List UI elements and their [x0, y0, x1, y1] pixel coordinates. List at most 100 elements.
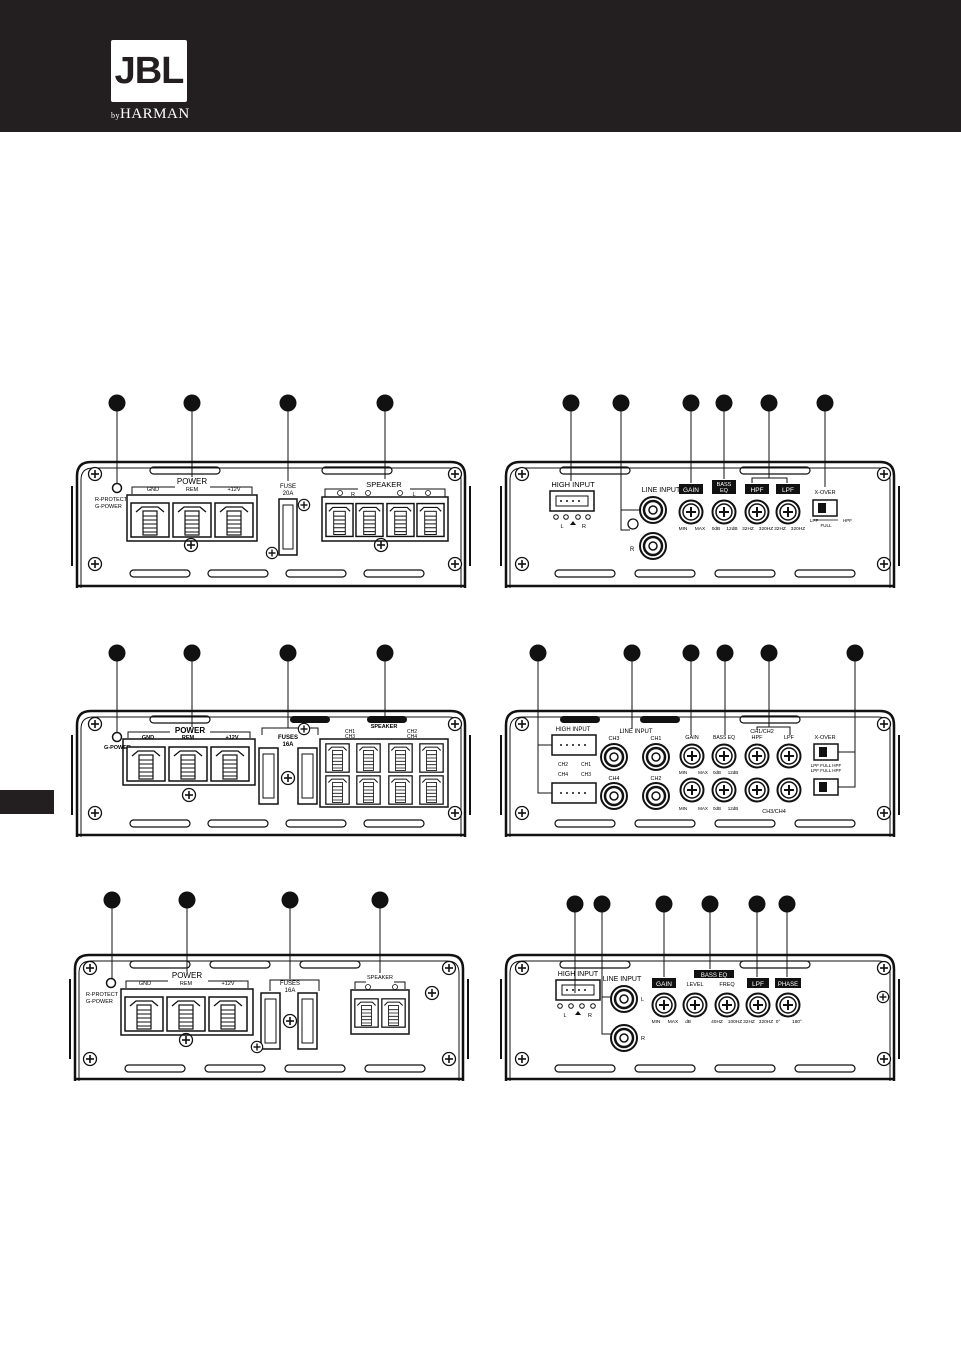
high-input-label: HIGH INPUT: [558, 971, 599, 978]
fuses-label: FUSES: [278, 735, 298, 741]
lpf-label: LPF: [752, 981, 764, 988]
panel-4ch-power: G-POWER POWER GND REM +12V FUSES 16A SPE…: [71, 644, 471, 837]
phase-min: 0°: [776, 1019, 781, 1025]
hpf-label: HPF: [751, 487, 764, 494]
bass-min: 0dB: [712, 526, 721, 532]
gain-min: MIN: [652, 1019, 661, 1025]
gain-label: GAIN: [685, 735, 698, 741]
speaker-label: SPEAKER: [367, 975, 393, 981]
rca-r-label: R: [641, 1036, 645, 1042]
high-input-label: HIGH INPUT: [551, 480, 595, 489]
pin-ch1: CH1: [581, 762, 591, 768]
bass-eq-label: BASS EQ: [701, 973, 728, 979]
phase-max: 180°: [792, 1019, 802, 1025]
bass-max-2: 12dB: [728, 806, 739, 811]
switch-row-2: LPF FULL HPF: [811, 768, 842, 773]
bass-min-2: 0dB: [713, 806, 721, 811]
ch12-hpf-label: HPF: [752, 735, 764, 741]
lpf-max: 320HZ: [759, 1019, 773, 1025]
page-side-tab: [0, 790, 54, 814]
rca-l-label: L: [641, 997, 644, 1003]
terminal-gnd: GND: [142, 735, 154, 741]
speaker-label: SPEAKER: [366, 480, 402, 489]
harman-logo: byHARMAN: [111, 106, 190, 123]
lpf-label: LPF: [782, 487, 794, 494]
terminal-rem: REM: [180, 981, 193, 987]
ch12-label: CH1/CH2: [750, 729, 774, 735]
terminal-rem: REM: [186, 487, 199, 493]
lpf-max: 320HZ: [791, 526, 805, 532]
terminal-12v: +12V: [228, 487, 241, 493]
harman-text: HARMAN: [120, 106, 190, 122]
high-input-label: HIGH INPUT: [556, 727, 591, 733]
led-label: G-POWER: [104, 745, 131, 751]
bass-label: BASS: [717, 482, 732, 488]
logo-text: JBL: [114, 50, 185, 92]
pin-ch4: CH4: [558, 772, 568, 778]
fuses-rating: 16A: [285, 988, 296, 994]
bass-min-1: 0dB: [713, 770, 721, 775]
xover-label: X-OVER: [814, 735, 835, 741]
gain-min: MIN: [679, 526, 688, 532]
freq-label: FREQ: [719, 982, 735, 988]
eq-label: EQ: [720, 488, 729, 494]
lpf-min: 32HZ: [743, 1019, 755, 1025]
rca-r-label: R: [630, 547, 635, 553]
ch34-label: CH3/CH4: [762, 809, 786, 815]
gain-label: GAIN: [683, 487, 699, 494]
terminal-12v: +12V: [226, 735, 239, 741]
ch3-label: CH3: [345, 734, 355, 740]
phase-label: PHASE: [778, 982, 798, 988]
freq-max: 100HZ: [728, 1019, 742, 1025]
hpf-max: 320HZ: [759, 526, 773, 532]
gain-max: MAX: [668, 1019, 679, 1025]
ch4-label: CH4: [407, 734, 417, 740]
gain-max-2: MAX: [698, 806, 708, 811]
speaker-r: R: [351, 492, 355, 498]
by-text: by: [111, 111, 120, 120]
line-input-label: LINE INPUT: [603, 976, 642, 983]
bass-max: 12dB: [726, 526, 737, 532]
gain-max-1: MAX: [698, 770, 708, 775]
gain-max: MAX: [695, 526, 706, 532]
led-label-2: G-POWER: [86, 999, 113, 1005]
terminal-gnd: GND: [139, 981, 151, 987]
pin-ch2: CH2: [558, 762, 568, 768]
level-range: dB: [685, 1019, 691, 1025]
ch1-label: CH1: [345, 729, 355, 735]
terminal-rem: REM: [182, 735, 195, 741]
line-input-label: LINE INPUT: [642, 487, 681, 494]
freq-min: 40HZ: [711, 1019, 723, 1025]
panel-mono-power: R-PROTECT G-POWER POWER GND REM +12V FUS…: [68, 891, 470, 1081]
high-pin-r: R: [582, 524, 586, 530]
rca-ch1-label: CH1: [650, 736, 661, 742]
rca-ch4-label: CH4: [608, 776, 619, 782]
ch2-label: CH2: [407, 729, 417, 735]
hpf-min: 32HZ: [742, 526, 754, 532]
terminal-gnd: GND: [147, 487, 159, 493]
power-label: POWER: [177, 477, 207, 486]
gain-label: GAIN: [656, 981, 672, 988]
fuse-label: FUSE: [280, 484, 296, 490]
high-pin-r: R: [588, 1013, 592, 1019]
rca-ch3-label: CH3: [608, 736, 619, 742]
panel-4ch-input: HIGH INPUT CH2 CH1 CH4 CH3 LINE INPUT CH…: [499, 644, 901, 837]
line-input-label: LINE INPUT: [619, 729, 652, 735]
lpf-label: LPF: [784, 735, 795, 741]
high-pin-l: L: [563, 1013, 566, 1019]
gain-min-2: MIN: [679, 806, 687, 811]
fuses-label: FUSES: [280, 981, 300, 987]
jbl-logo: JBL: [111, 40, 187, 102]
panel-mono-input: HIGH INPUT L R LINE INPUT L R GAIN BASS …: [499, 895, 901, 1081]
fuses-rating: 16A: [282, 742, 294, 748]
power-label: POWER: [172, 971, 202, 980]
gain-min-1: MIN: [679, 770, 687, 775]
speaker-label: SPEAKER: [371, 724, 398, 730]
lpf-min: 32HZ: [774, 526, 786, 532]
switch-hpf: HPF: [843, 518, 852, 523]
pin-ch3: CH3: [581, 772, 591, 778]
xover-label: X-OVER: [814, 490, 835, 496]
led-label-1: R-PROTECT: [95, 497, 128, 503]
switch-full: FULL: [820, 523, 832, 528]
led-label-1: R-PROTECT: [86, 992, 119, 998]
